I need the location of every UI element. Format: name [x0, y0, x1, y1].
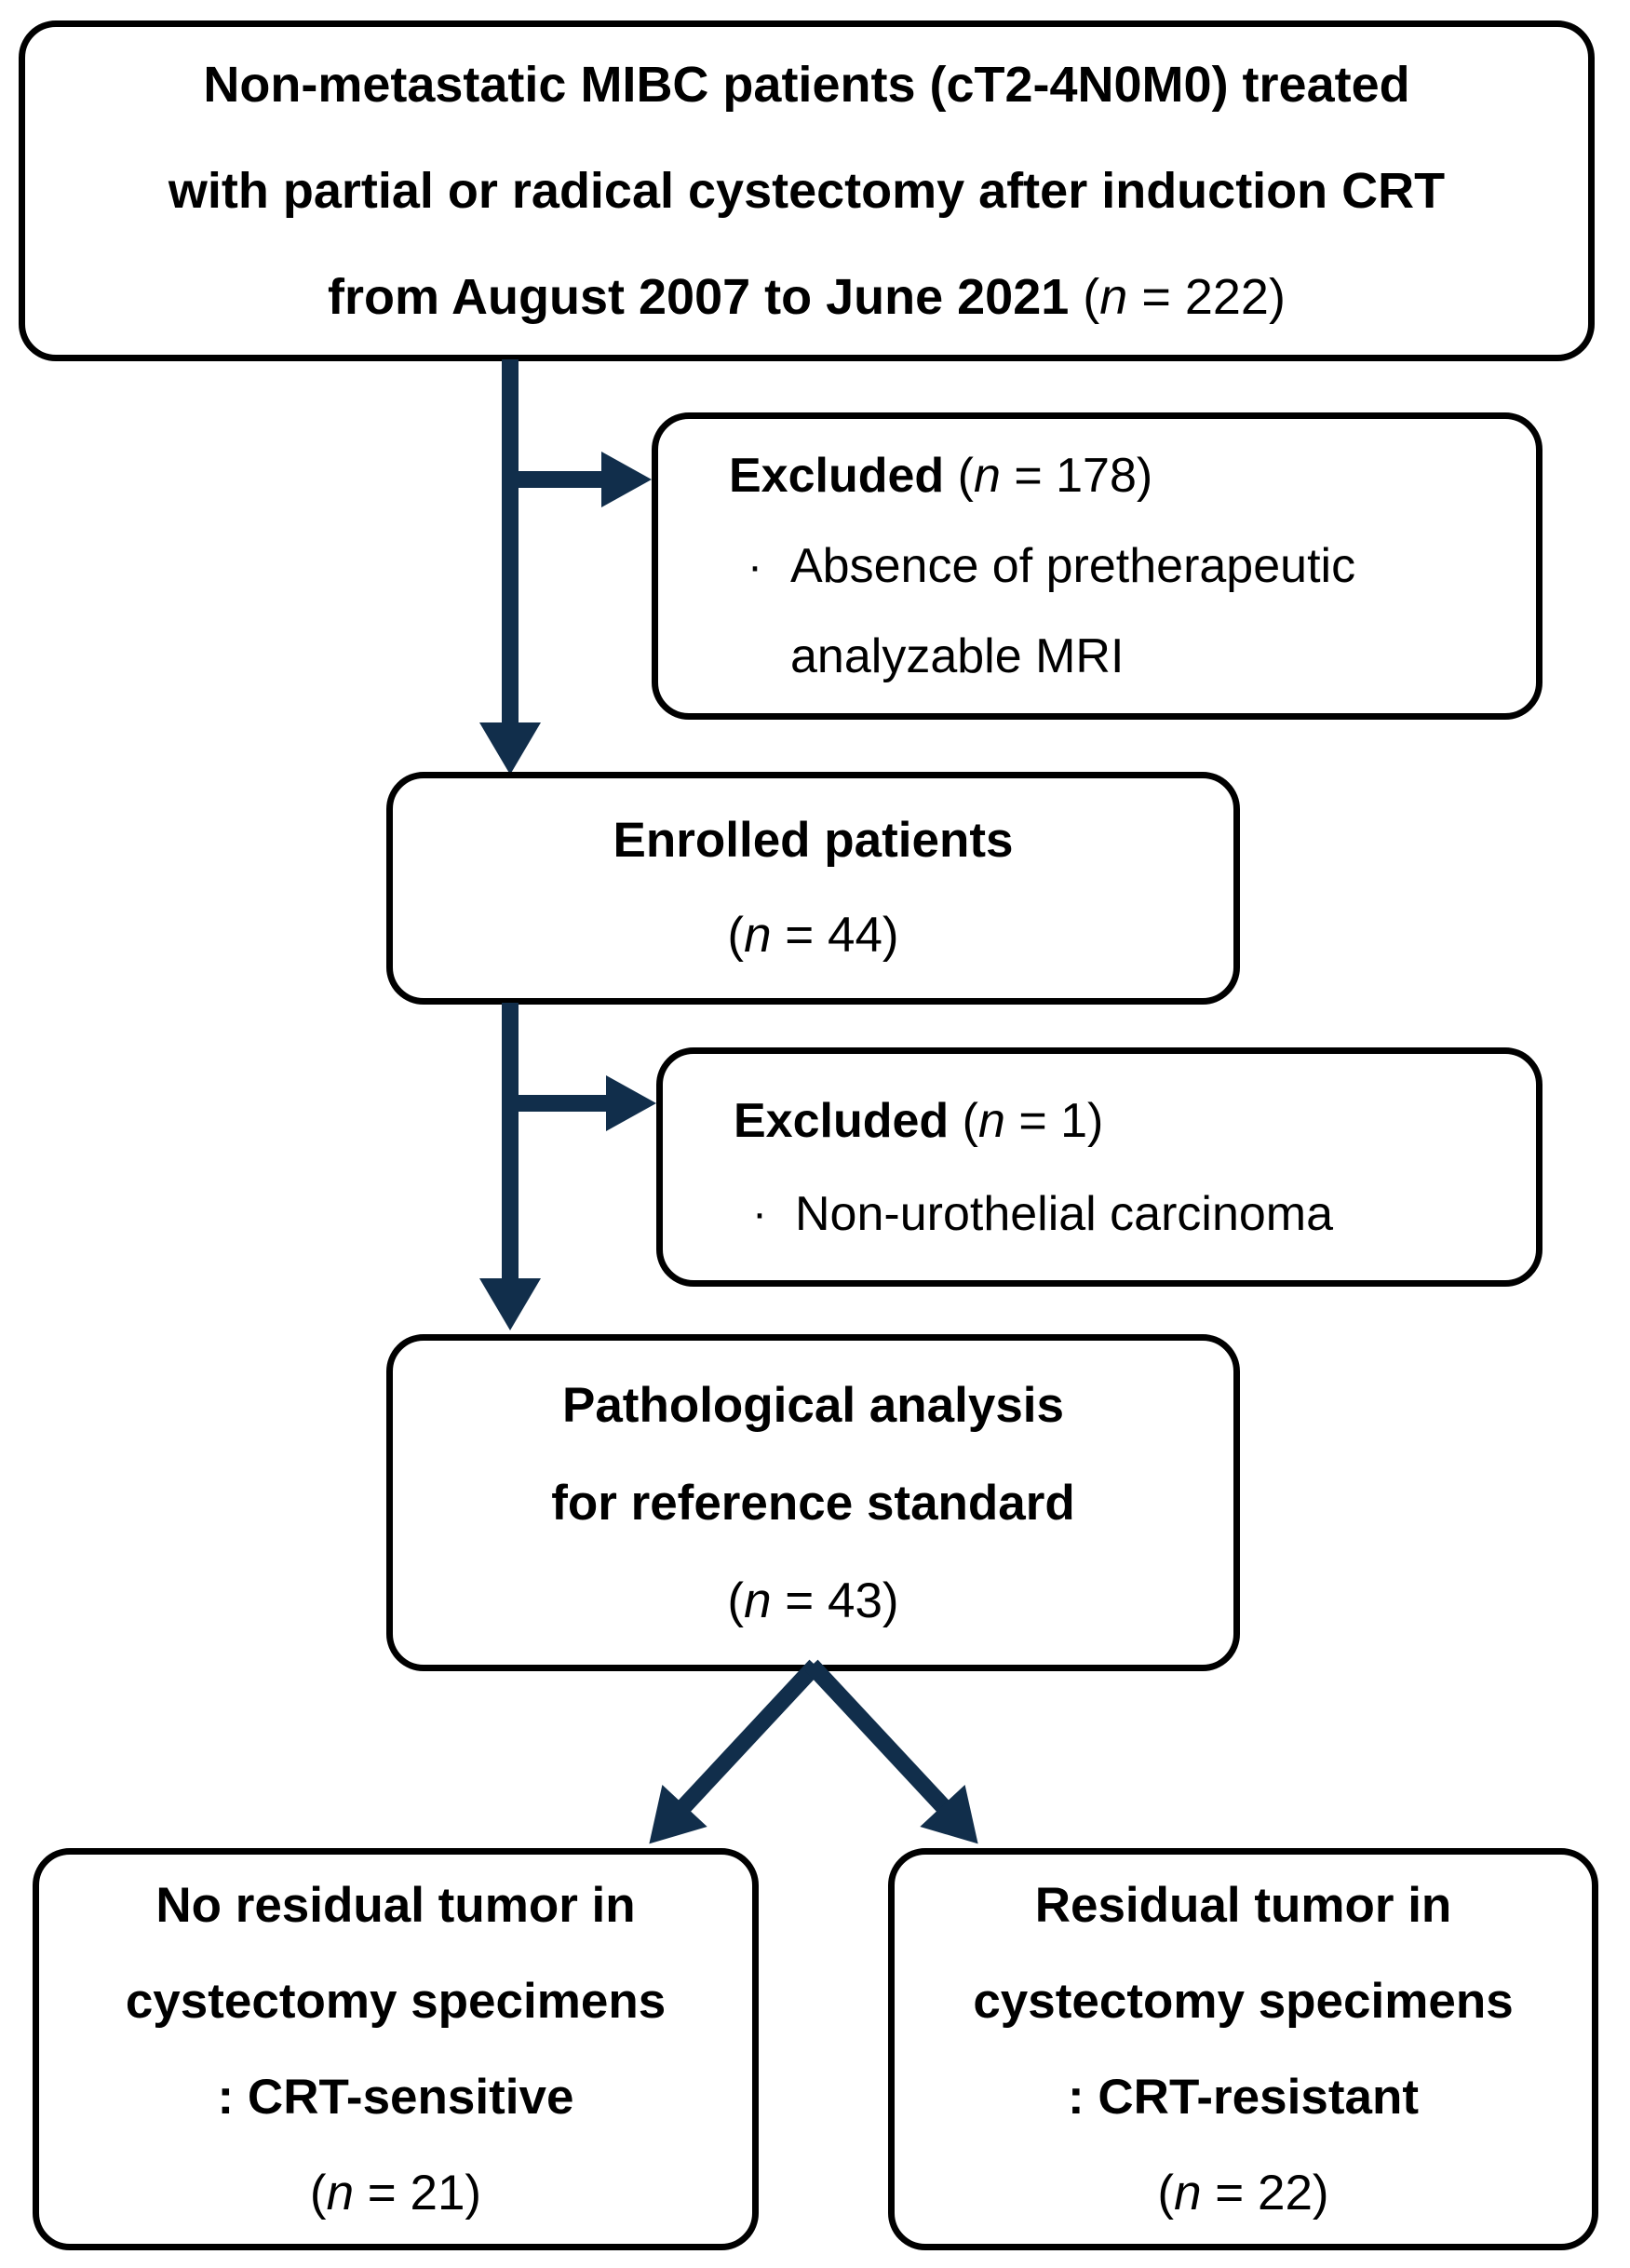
n-pre: (: [949, 1093, 978, 1148]
source-line-2: with partial or radical cystectomy after…: [168, 163, 1446, 219]
crt-sensitive-line-1: No residual tumor in: [155, 1878, 636, 1933]
n-pre: (: [309, 2166, 327, 2221]
box-source-population: Non-metastatic MIBC patients (cT2-4N0M0)…: [19, 20, 1595, 361]
excluded2-reason-line1: Non-urothelial carcinoma: [795, 1186, 1334, 1241]
arrow-branch-excluded1-shaft: [510, 471, 603, 488]
arrow-branch-excluded2-shaft: [510, 1095, 608, 1112]
excluded1-reason-line2: analyzable MRI: [790, 628, 1125, 683]
n-var: n: [744, 1573, 772, 1628]
n-var: n: [973, 448, 1001, 503]
excluded1-title-line: Excluded (n = 178): [658, 431, 1536, 521]
arrow-source-to-enrolled-shaft: [502, 359, 519, 724]
n-pre: (: [1069, 269, 1100, 325]
n-var: n: [977, 1093, 1005, 1148]
crt-resistant-n-label: (n = 22): [1157, 2145, 1328, 2241]
enrolled-title: Enrolled patients: [613, 813, 1014, 868]
arrow-source-to-enrolled-head: [479, 722, 541, 775]
n-var: n: [1099, 269, 1128, 325]
source-line-1: Non-metastatic MIBC patients (cT2-4N0M0)…: [203, 57, 1410, 113]
crt-sensitive-n-label: (n = 21): [310, 2145, 481, 2241]
bullet-dot-icon: ·: [748, 541, 762, 591]
n-pre: (: [944, 448, 974, 503]
excluded2-reason-text: Non-urothelial carcinoma: [795, 1168, 1333, 1261]
arrow-split-to-crt-resistant: [805, 1659, 1001, 1865]
excluded1-reason-line1: Absence of pretherapeutic: [790, 538, 1356, 593]
arrow-split-to-crt-sensitive: [626, 1659, 822, 1865]
n-var: n: [326, 2166, 355, 2221]
arrow-split-right-shaft: [805, 1659, 950, 1814]
n-post: = 43): [771, 1573, 899, 1628]
n-post: = 178): [1000, 448, 1153, 503]
n-pre: (: [727, 1573, 745, 1628]
arrow-enrolled-to-pathology-head: [479, 1278, 541, 1330]
arrow-split-left-shaft: [677, 1659, 822, 1814]
source-n-label: (n = 222): [1069, 269, 1286, 325]
excluded2-title: Excluded: [734, 1093, 950, 1148]
crt-resistant-line-3: : CRT-resistant: [1068, 2070, 1419, 2125]
crt-sensitive-line-3: : CRT-sensitive: [217, 2070, 574, 2125]
box-crt-sensitive: No residual tumor in cystectomy specimen…: [33, 1848, 759, 2250]
box-pathological-analysis: Pathological analysis for reference stan…: [386, 1334, 1240, 1671]
n-post: = 1): [1004, 1093, 1104, 1148]
box-crt-resistant: Residual tumor in cystectomy specimens :…: [888, 1848, 1598, 2250]
n-var: n: [1174, 2166, 1202, 2221]
n-pre: (: [727, 908, 745, 963]
source-line-3-text: from August 2007 to June 2021: [328, 269, 1070, 325]
n-pre: (: [1157, 2166, 1175, 2221]
excluded2-n-label: (n = 1): [949, 1093, 1104, 1148]
crt-sensitive-line-2: cystectomy specimens: [125, 1974, 667, 2029]
n-post: = 222): [1127, 269, 1286, 325]
excluded1-reason-row: · Absence of pretherapeutic analyzable M…: [658, 521, 1536, 702]
excluded1-n-label: (n = 178): [944, 448, 1153, 503]
box-excluded-non-urothelial: Excluded (n = 1) · Non-urothelial carcin…: [656, 1047, 1542, 1287]
arrow-enrolled-to-pathology-shaft: [502, 1003, 519, 1280]
source-line-3: from August 2007 to June 2021 (n = 222): [328, 244, 1286, 350]
pathology-line-2: for reference standard: [551, 1475, 1075, 1531]
arrow-branch-excluded2-head: [606, 1075, 656, 1131]
n-post: = 22): [1201, 2166, 1329, 2221]
bullet-dot-icon: ·: [752, 1188, 767, 1238]
crt-resistant-line-2: cystectomy specimens: [973, 1974, 1514, 2029]
n-post: = 21): [354, 2166, 482, 2221]
enrolled-n-label: (n = 44): [727, 888, 898, 983]
crt-resistant-line-1: Residual tumor in: [1034, 1878, 1452, 1933]
excluded1-title: Excluded: [729, 448, 945, 503]
arrow-branch-excluded1-head: [601, 452, 652, 507]
box-excluded-no-mri: Excluded (n = 178) · Absence of prethera…: [652, 412, 1542, 720]
excluded2-reason-row: · Non-urothelial carcinoma: [663, 1168, 1536, 1261]
n-var: n: [744, 908, 772, 963]
box-enrolled-patients: Enrolled patients (n = 44): [386, 772, 1240, 1005]
n-post: = 44): [771, 908, 899, 963]
pathology-n-label: (n = 43): [727, 1552, 898, 1650]
excluded1-reason-text: Absence of pretherapeutic analyzable MRI: [790, 521, 1355, 702]
excluded2-title-line: Excluded (n = 1): [663, 1074, 1536, 1168]
pathology-line-1: Pathological analysis: [561, 1377, 1065, 1433]
